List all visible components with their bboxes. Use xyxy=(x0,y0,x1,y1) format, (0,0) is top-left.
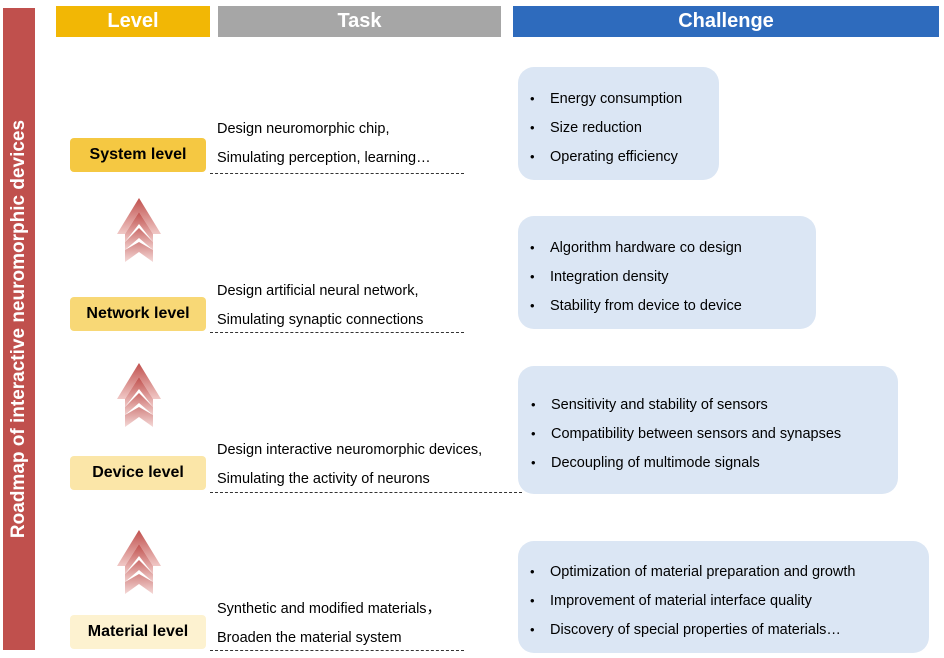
bullet-icon: • xyxy=(531,426,536,441)
challenge-item: •Stability from device to device xyxy=(530,291,742,320)
level-device: Device level xyxy=(70,456,206,490)
level-system: System level xyxy=(70,138,206,172)
bullet-icon: • xyxy=(530,91,535,106)
challenge-item: •Compatibility between sensors and synap… xyxy=(531,419,841,448)
challenge-item: •Discovery of special properties of mate… xyxy=(530,615,855,644)
task-network: Design artificial neural network, Simula… xyxy=(217,283,424,328)
bullet-icon: • xyxy=(531,397,536,412)
challenge-item: •Integration density xyxy=(530,262,742,291)
challenge-item: •Optimization of material preparation an… xyxy=(530,557,855,586)
challenge-box-material: •Optimization of material preparation an… xyxy=(518,541,929,653)
challenge-item: •Improvement of material interface quali… xyxy=(530,586,855,615)
level-network: Network level xyxy=(70,297,206,331)
bullet-icon: • xyxy=(530,269,535,284)
up-arrow-icon xyxy=(117,530,161,594)
challenge-item: •Operating efficiency xyxy=(530,142,682,171)
task-divider xyxy=(210,650,464,651)
bullet-icon: • xyxy=(530,622,535,637)
bullet-icon: • xyxy=(530,298,535,313)
task-divider xyxy=(210,332,464,333)
challenge-item: •Size reduction xyxy=(530,113,682,142)
up-arrow-icon xyxy=(117,363,161,427)
challenge-item: •Algorithm hardware co design xyxy=(530,233,742,262)
challenge-item: •Sensitivity and stability of sensors xyxy=(531,390,841,419)
bullet-icon: • xyxy=(530,564,535,579)
bullet-icon: • xyxy=(530,120,535,135)
bullet-icon: • xyxy=(531,455,536,470)
challenge-box-system: •Energy consumption •Size reduction •Ope… xyxy=(518,67,719,180)
task-divider xyxy=(210,492,522,493)
bullet-icon: • xyxy=(530,593,535,608)
header-task: Task xyxy=(218,6,501,37)
task-system: Design neuromorphic chip, Simulating per… xyxy=(217,121,431,166)
bullet-icon: • xyxy=(530,240,535,255)
header-level: Level xyxy=(56,6,210,37)
side-title-bar xyxy=(3,8,35,650)
header-challenge: Challenge xyxy=(513,6,939,37)
challenge-box-device: •Sensitivity and stability of sensors •C… xyxy=(518,366,898,494)
level-material: Material level xyxy=(70,615,206,649)
bullet-icon: • xyxy=(530,149,535,164)
task-device: Design interactive neuromorphic devices,… xyxy=(217,442,483,487)
challenge-box-network: •Algorithm hardware co design •Integrati… xyxy=(518,216,816,329)
task-material: Synthetic and modified materials， Broade… xyxy=(217,601,442,646)
challenge-item: •Decoupling of multimode signals xyxy=(531,448,841,477)
task-divider xyxy=(210,173,464,174)
side-title: Roadmap of interactive neuromorphic devi… xyxy=(8,119,29,539)
up-arrow-icon xyxy=(117,198,161,262)
challenge-item: •Energy consumption xyxy=(530,84,682,113)
